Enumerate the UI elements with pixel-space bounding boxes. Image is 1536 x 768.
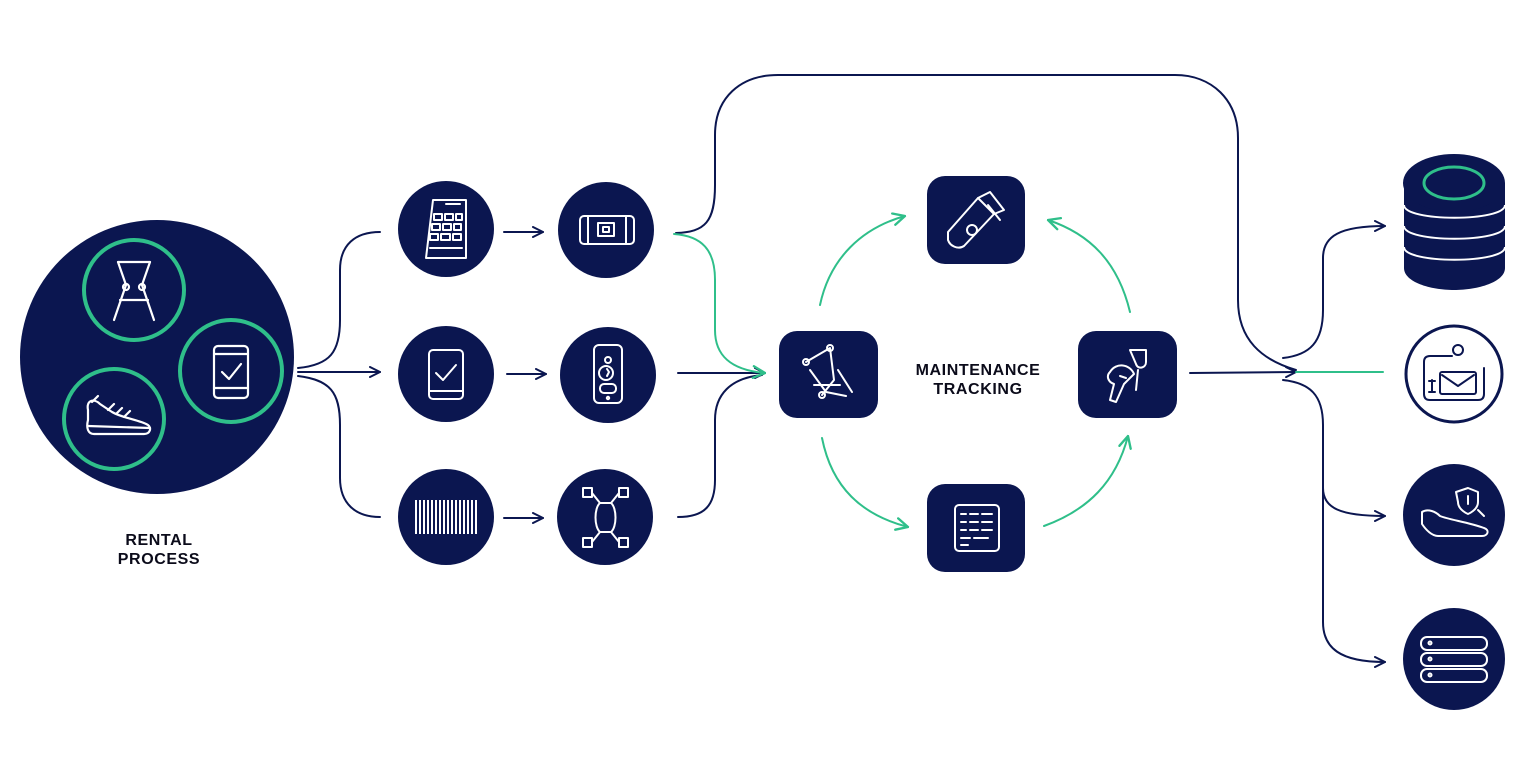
rental-process-label-line2: PROCESS — [117, 551, 201, 568]
rental-process-circle — [20, 220, 294, 494]
cycle-harness-to-wrench — [819, 212, 907, 306]
boot-shield-icon — [1421, 487, 1489, 537]
maintenance-tracking-label-line1: MAINTENANCE — [915, 362, 1041, 379]
rental-process-label: RENTAL PROCESS — [92, 531, 226, 569]
cycle-scanner-to-wrench — [1046, 216, 1131, 313]
cycle-checklist-to-scanner — [1043, 434, 1132, 527]
network-node — [557, 469, 653, 565]
maintenance-tracking-label: MAINTENANCE TRACKING — [898, 361, 1058, 399]
phone-check-icon — [428, 349, 464, 400]
harness-rack-icon — [802, 344, 853, 399]
calculator-icon — [425, 199, 467, 259]
server-node — [1403, 608, 1505, 710]
connector-top-loop — [675, 74, 1297, 371]
connector-rental-to-barcode — [297, 375, 381, 518]
barcode-icon — [415, 500, 477, 534]
connector-hub-to-database — [1282, 220, 1386, 359]
server-rack-icon — [1420, 636, 1488, 683]
phone-check-node — [398, 326, 494, 422]
checklist-maintenance-node — [927, 484, 1025, 572]
cycle-harness-to-checklist — [821, 437, 910, 531]
phone-check-icon — [212, 344, 250, 400]
rental-item-phone — [178, 318, 284, 424]
barcode-scanner-icon — [1106, 349, 1147, 403]
remote-node — [560, 327, 656, 423]
calculator-node — [398, 181, 494, 277]
boot-node — [1403, 464, 1505, 566]
rental-process-label-line1: RENTAL — [125, 532, 193, 549]
database-node — [1403, 154, 1506, 290]
connector-network-to-harness — [677, 374, 763, 518]
connector-rental-to-calculator — [297, 231, 381, 369]
checklist-icon — [954, 504, 1000, 552]
rental-item-harness — [82, 238, 186, 342]
harness-maintenance-node — [779, 331, 878, 418]
barcode-node — [398, 469, 494, 565]
connector-scanner-to-hub — [1189, 366, 1297, 379]
harness-icon — [112, 260, 156, 322]
remote-control-icon — [593, 344, 623, 404]
network-icon — [582, 487, 629, 548]
wrench-tool-icon — [947, 191, 1005, 249]
connector-tablet-to-harness-green — [673, 233, 767, 379]
connector-hub-to-boot — [1282, 379, 1386, 522]
shoe-icon — [86, 394, 152, 436]
connector-branch-to-server — [1322, 487, 1386, 668]
rental-item-shoe — [62, 367, 166, 471]
scanner-maintenance-node — [1078, 331, 1177, 418]
tablet-icon — [579, 215, 635, 245]
maintenance-tracking-label-line2: TRACKING — [933, 381, 1023, 398]
wrench-maintenance-node — [927, 176, 1025, 264]
tablet-mail-icon — [1423, 344, 1485, 401]
tablet-node — [558, 182, 654, 278]
document-node — [1404, 324, 1504, 424]
